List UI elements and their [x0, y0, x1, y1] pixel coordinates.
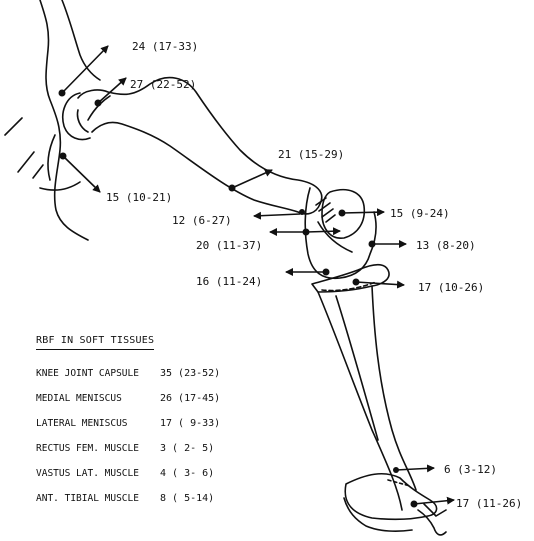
metatarsal [424, 504, 446, 516]
arrow-24 [62, 46, 108, 93]
legend-row: MEDIAL MENISCUS 26 (17-45) [36, 393, 236, 409]
label-12: 12 (6-27) [172, 214, 232, 227]
pelvis-lower [40, 182, 80, 190]
hatch-4 [326, 215, 335, 222]
pelvis-tick-2 [18, 152, 34, 172]
legend-row: ANT. TIBIAL MUSCLE 8 ( 5-14) [36, 493, 236, 509]
label-20: 20 (11-37) [196, 239, 262, 252]
label-6: 6 (3-12) [444, 463, 497, 476]
legend-row-name: MEDIAL MENISCUS [36, 393, 122, 404]
femoral-neck [88, 96, 110, 120]
legend-row-name: ANT. TIBIAL MUSCLE [36, 493, 139, 504]
legend-row: KNEE JOINT CAPSULE 35 (23-52) [36, 368, 236, 384]
label-17-foot: 17 (11-26) [456, 497, 522, 510]
pelvis-tick-1 [5, 118, 22, 135]
pelvis-inner [48, 135, 55, 180]
legend-row-name: RECTUS FEM. MUSCLE [36, 443, 139, 454]
arrow-15-patella [342, 212, 384, 213]
ilium-outline [62, 0, 100, 80]
legend-row-value: 17 ( 9-33) [160, 418, 220, 429]
foot-toe [418, 510, 446, 535]
arrow-6 [396, 468, 434, 470]
pelvis-outline [40, 0, 88, 240]
tibia-right-edge [372, 286, 416, 490]
hatch-3 [322, 209, 333, 217]
legend-row-value: 35 (23-52) [160, 368, 220, 379]
legend-title: RBF IN SOFT TISSUES [36, 335, 154, 350]
legend-row: RECTUS FEM. MUSCLE 3 ( 2- 5) [36, 443, 236, 459]
label-15-hip: 15 (10-21) [106, 191, 172, 204]
femoral-head-inner [77, 110, 88, 132]
label-15-patella: 15 (9-24) [390, 207, 450, 220]
legend-row-name: LATERAL MENISCUS [36, 418, 128, 429]
legend-row-name: KNEE JOINT CAPSULE [36, 368, 139, 379]
legend-row-value: 8 ( 5-14) [160, 493, 214, 504]
tibia-plateau [312, 265, 389, 292]
legend-row-value: 26 (17-45) [160, 393, 220, 404]
rbf-legend: RBF IN SOFT TISSUES KNEE JOINT CAPSULE 3… [36, 328, 236, 350]
legend-row-value: 3 ( 2- 5) [160, 443, 214, 454]
fibula [336, 296, 378, 440]
label-24: 24 (17-33) [132, 40, 198, 53]
legend-row-name: VASTUS LAT. MUSCLE [36, 468, 139, 479]
arrow-20-right [306, 231, 340, 232]
pelvis-tick-3 [33, 165, 43, 178]
label-17-tibia: 17 (10-26) [418, 281, 484, 294]
acetabulum [63, 93, 90, 140]
legend-row: VASTUS LAT. MUSCLE 4 ( 3- 6) [36, 468, 236, 484]
tarsal-block [344, 498, 412, 531]
arrow-21 [232, 170, 272, 188]
arrow-12 [254, 214, 300, 216]
femoral-condyle-outline [305, 188, 376, 278]
label-27: 27 (22-52) [130, 78, 196, 91]
arrow-15-hip [63, 156, 100, 192]
label-21: 21 (15-29) [278, 148, 344, 161]
legend-row: LATERAL MENISCUS 17 ( 9-33) [36, 418, 236, 434]
label-16: 16 (11-24) [196, 275, 262, 288]
label-13: 13 (8-20) [416, 239, 476, 252]
legend-row-value: 4 ( 3- 6) [160, 468, 214, 479]
